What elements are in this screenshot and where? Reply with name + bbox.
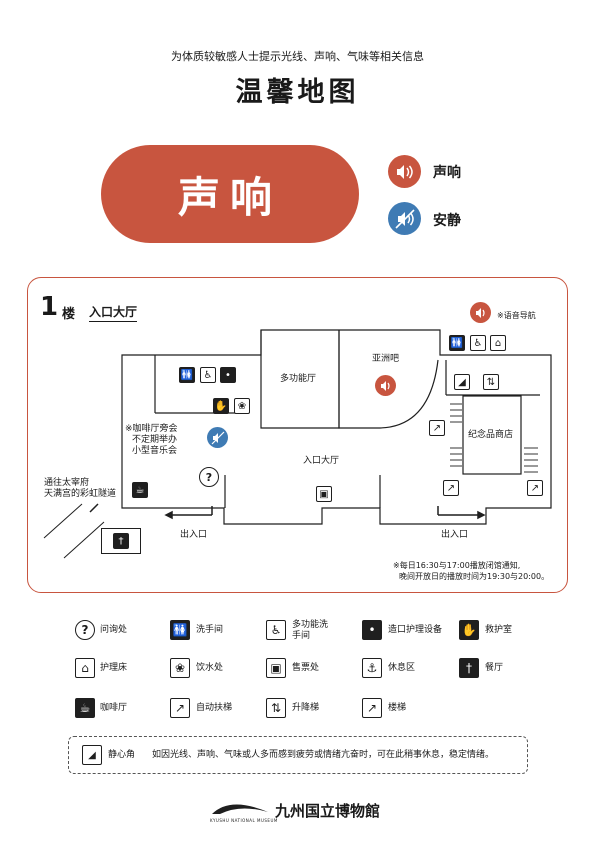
cafe-note-line1: ※咖啡厅旁会 xyxy=(125,424,178,434)
exit-left-label: 出入口 xyxy=(180,530,208,540)
facility-legend: ? 问询处 🚻 洗手间 ♿ 多功能洗手间 • 造口护理设备 ✋ 救护室 ⌂ 护理… xyxy=(75,620,555,720)
speaker-loud-icon xyxy=(388,155,421,188)
legend-label-restaurant: 餐厅 xyxy=(485,663,504,673)
info-question-icon: ? xyxy=(199,467,219,487)
care-bed-icon: ⌂ xyxy=(75,658,95,678)
speaker-loud-icon xyxy=(470,302,491,323)
speaker-muted-icon xyxy=(207,427,228,448)
legend-label-rest-area: 休息区 xyxy=(388,663,416,673)
legend-label-first-aid: 救护室 xyxy=(485,625,513,635)
speaker-loud-icon xyxy=(375,375,396,396)
legend-quiet-label: 安静 xyxy=(433,213,461,229)
quiet-corner-description: 如因光线、声响、气味或人多而感到疲劳或情绪亢奋时，可在此稍事休息，稳定情绪。 xyxy=(152,750,495,760)
legend-label-accessible-restroom: 多功能洗手间 xyxy=(292,620,329,641)
restaurant-room xyxy=(101,528,141,554)
tunnel-note-line1: 通往太宰府 xyxy=(44,478,90,488)
legend-label-ticket: 售票处 xyxy=(292,663,320,673)
room-entrance-hall: 入口大厅 xyxy=(303,456,340,466)
announcement-line1: ※每日16:30与17:00播放闭馆通知, xyxy=(393,561,521,570)
ticket-office-icon: ▣ xyxy=(316,486,332,502)
cafe-note-line3: 小型音乐会 xyxy=(132,446,178,456)
ticket-office-icon: ▣ xyxy=(266,658,286,678)
brand-english: KYUSHU NATIONAL MUSEUM xyxy=(210,818,278,823)
room-multi-hall: 多功能厅 xyxy=(280,374,317,384)
audio-guide-label: ※语音导航 xyxy=(497,311,536,320)
speaker-muted-icon xyxy=(388,202,421,235)
legend-label-care-bed: 护理床 xyxy=(100,663,128,673)
drinking-fountain-icon: ❀ xyxy=(170,658,190,678)
ostomy-care-icon: • xyxy=(362,620,382,640)
floor-number: 1 xyxy=(40,292,59,322)
escalator-icon: ↗ xyxy=(527,480,543,496)
legend-label-escalator: 自动扶梯 xyxy=(196,703,233,713)
first-aid-room-icon: ✋ xyxy=(213,398,229,414)
quiet-corner-box xyxy=(68,736,528,774)
drinking-fountain-icon: ❀ xyxy=(234,398,250,414)
quiet-corner-icon: ◢ xyxy=(82,745,102,765)
museum-brand: 九州国立博物館 xyxy=(275,802,381,820)
info-question-icon: ? xyxy=(75,620,95,640)
first-aid-room-icon: ✋ xyxy=(459,620,479,640)
legend-label-cafe: 咖啡厅 xyxy=(100,703,128,713)
legend-label-fountain: 饮水处 xyxy=(196,663,224,673)
ostomy-care-icon: • xyxy=(220,367,236,383)
legend-label-elevator: 升降梯 xyxy=(292,703,320,713)
legend-sound-label: 声响 xyxy=(433,165,461,181)
sound-banner-label: 声响 xyxy=(177,172,282,222)
escalator-icon: ↗ xyxy=(443,480,459,496)
elevator-icon: ⇅ xyxy=(483,374,499,390)
rest-area-icon: ⚓ xyxy=(362,658,382,678)
page-title: 温馨地图 xyxy=(235,77,360,108)
floor-suffix: 楼 xyxy=(62,307,76,322)
page-subtitle: 为体质较敏感人士提示光线、声响、气味等相关信息 xyxy=(171,50,424,63)
cafe-icon: ☕ xyxy=(75,698,95,718)
accessible-restroom-icon: ♿ xyxy=(470,335,486,351)
floor-area-title: 入口大厅 xyxy=(89,303,138,322)
quiet-corner-label: 静心角 xyxy=(108,750,136,760)
elevator-icon: ⇅ xyxy=(266,698,286,718)
accessible-restroom-icon: ♿ xyxy=(266,620,286,640)
cafe-icon: ☕ xyxy=(132,482,148,498)
legend-label-restroom: 洗手间 xyxy=(196,625,224,635)
quiet-corner-icon: ◢ xyxy=(454,374,470,390)
legend-label-stairs: 楼梯 xyxy=(388,703,407,713)
sound-banner: 声响 xyxy=(101,145,359,243)
escalator-icon: ↗ xyxy=(170,698,190,718)
floor-map-frame xyxy=(27,277,568,593)
exit-right-label: 出入口 xyxy=(441,530,469,540)
legend-label-ostomy: 造口护理设备 xyxy=(388,625,443,635)
restroom-icon: 🚻 xyxy=(179,367,195,383)
cafe-note-line2: 不定期举办 xyxy=(132,435,178,445)
announcement-line2: 晚间开放日的播放时间为19:30与20:00。 xyxy=(399,572,550,581)
stairs-icon: ↗ xyxy=(362,698,382,718)
restaurant-icon: † xyxy=(113,533,129,549)
accessible-restroom-icon: ♿ xyxy=(200,367,216,383)
museum-logo-icon xyxy=(212,804,268,814)
tunnel-note-line2: 天满宫的彩虹隧道 xyxy=(44,489,117,499)
room-asia-bar: 亚洲吧 xyxy=(372,354,400,364)
restroom-icon: 🚻 xyxy=(449,335,465,351)
room-gift-shop: 纪念品商店 xyxy=(468,430,514,440)
legend-label-info: 问询处 xyxy=(100,625,128,635)
care-bed-icon: ⌂ xyxy=(490,335,506,351)
restroom-icon: 🚻 xyxy=(170,620,190,640)
stairs-icon: ↗ xyxy=(429,420,445,436)
restaurant-icon: † xyxy=(459,658,479,678)
